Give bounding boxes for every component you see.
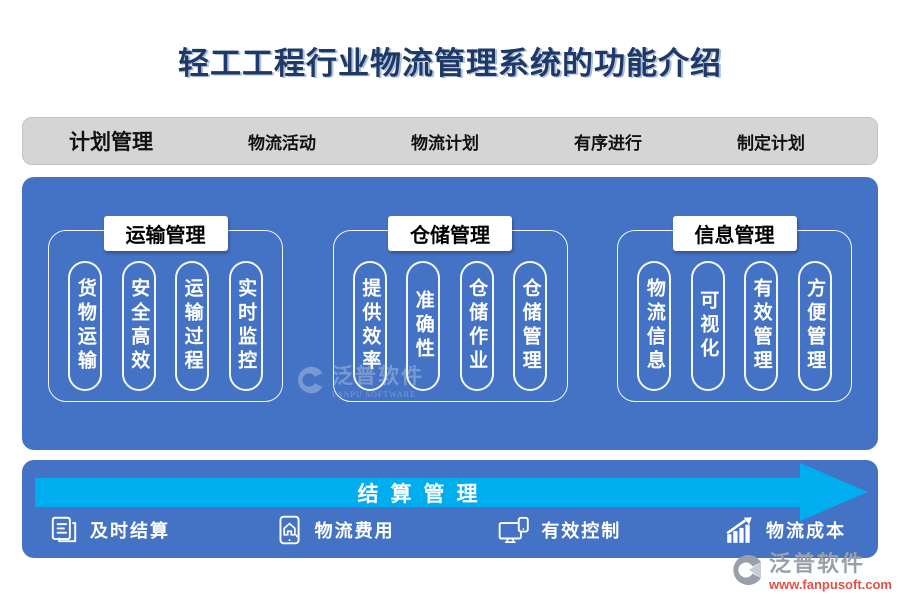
pill-item: 提供效率 [352,261,387,391]
feature-label: 物流费用 [314,521,395,541]
feature-timely-settlement: 及时结算 [48,514,170,546]
documents-icon [51,516,77,543]
feature-logistics-cost: 物流成本 [724,514,846,546]
feature-logistics-fees: 物流费用 [273,514,395,546]
settlement-features-row: 及时结算 物流费用 有效控制 [22,511,878,549]
corner-watermark: 泛普软件 www.fanpusoft.com [731,553,892,592]
corner-watermark-url: www.fanpusoft.com [768,577,892,592]
plan-bar-item: 制定计划 [737,133,805,153]
pill-item: 有效管理 [744,261,779,391]
growth-chart-icon [726,517,752,543]
feature-label: 及时结算 [90,521,170,541]
pill-item: 运输过程 [175,261,210,391]
settlement-arrow: 结算管理 [35,478,800,507]
plan-management-bar: 计划管理 物流活动 物流计划 有序进行 制定计划 [22,117,878,165]
group-label: 运输管理 [103,216,228,251]
fanpu-logo-icon [733,555,761,585]
group-transport-management: 运输管理 货物运输 安全高效 运输过程 实时监控 [48,216,283,402]
pill-item: 安全高效 [121,261,156,391]
settlement-panel: 结算管理 及时结算 物流费用 [22,460,878,558]
group-label: 仓储管理 [388,216,512,251]
pill-item: 物流信息 [637,261,672,391]
devices-icon [499,516,530,544]
group-warehouse-management: 仓储管理 提供效率 准确性 仓储作业 仓储管理 [332,216,568,402]
group-information-management: 信息管理 物流信息 可视化 有效管理 方便管理 [617,216,852,402]
pill-item: 实时监控 [228,261,263,391]
plan-bar-item: 有序进行 [574,133,642,153]
pill-item: 仓储作业 [459,261,494,391]
feature-label: 有效控制 [541,521,622,541]
function-groups-panel: 运输管理 货物运输 安全高效 运输过程 实时监控 仓储管理 提供效率 准确性 仓… [22,177,878,450]
pill-item: 货物运输 [68,261,103,391]
pill-item: 可视化 [690,261,725,391]
feature-label: 物流成本 [765,521,846,541]
corner-watermark-name: 泛普软件 [768,551,865,576]
tablet-home-icon [279,515,300,545]
group-pills: 提供效率 准确性 仓储作业 仓储管理 [334,261,567,391]
feature-effective-control: 有效控制 [497,514,621,546]
pill-item: 仓储管理 [513,261,548,391]
page-title: 轻工工程行业物流管理系统的功能介绍 [178,46,722,81]
plan-bar-item: 物流计划 [411,133,479,153]
group-pills: 物流信息 可视化 有效管理 方便管理 [618,261,851,391]
pill-item: 方便管理 [797,261,832,391]
plan-bar-primary-label: 计划管理 [69,130,153,154]
group-label: 信息管理 [672,216,797,251]
settlement-arrow-head [800,463,868,521]
settlement-arrow-label: 结算管理 [357,481,490,506]
group-pills: 货物运输 安全高效 运输过程 实时监控 [49,261,282,391]
plan-bar-item: 物流活动 [248,133,316,153]
pill-item: 准确性 [406,261,441,391]
